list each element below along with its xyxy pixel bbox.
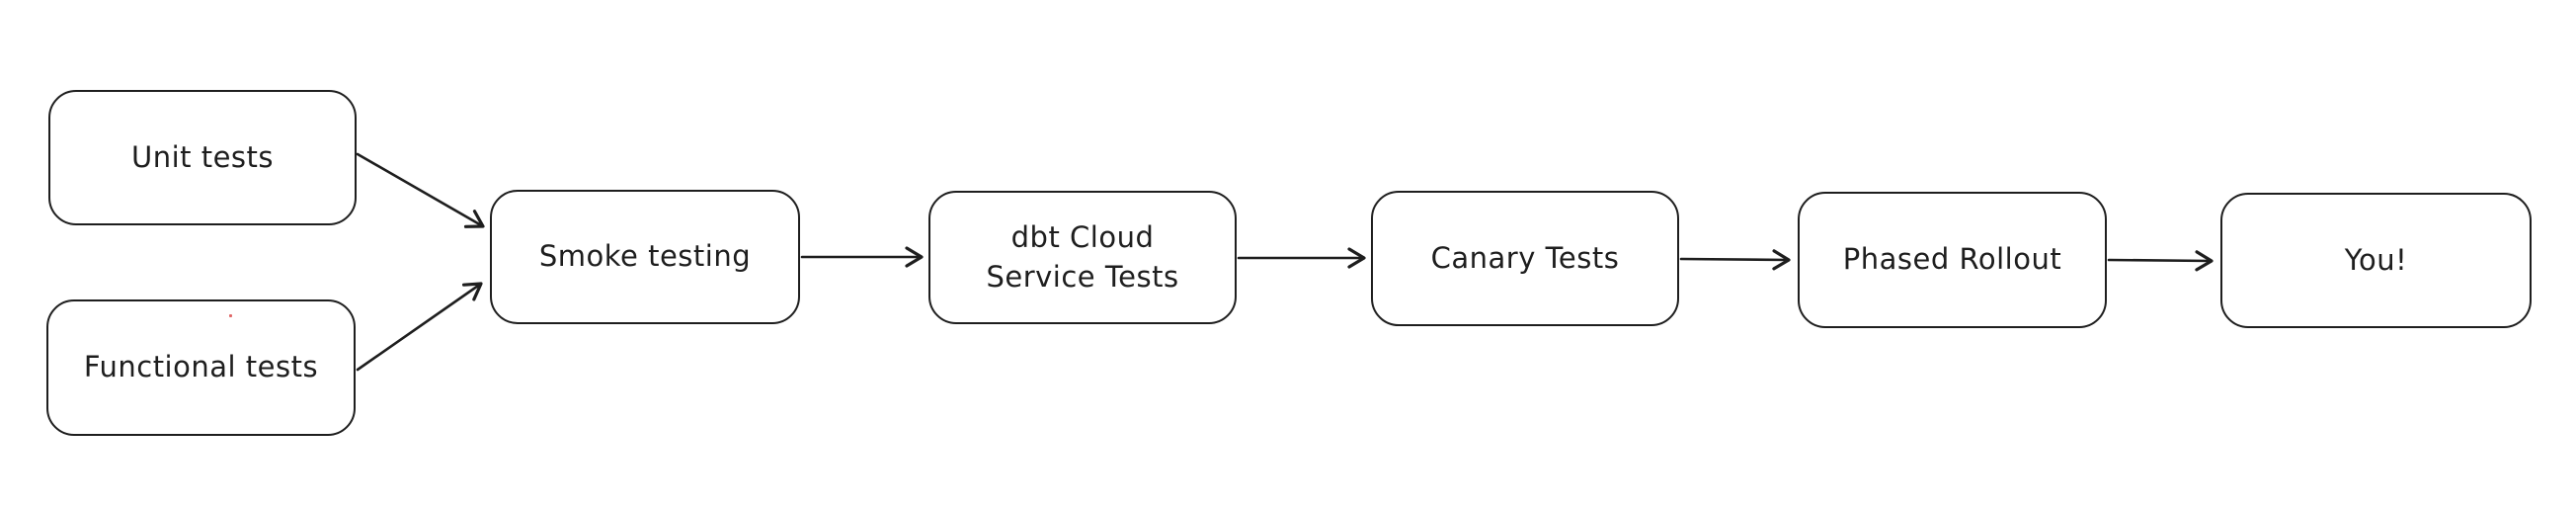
red-dot-artifact xyxy=(229,314,232,317)
node-smoke-testing: Smoke testing xyxy=(490,190,800,324)
node-smoke-testing-label: Smoke testing xyxy=(538,239,752,274)
node-you: You! xyxy=(2220,193,2532,328)
node-canary-tests-label: Canary Tests xyxy=(1430,240,1620,275)
node-canary-tests: Canary Tests xyxy=(1371,191,1679,326)
node-phased-rollout: Phased Rollout xyxy=(1798,192,2107,328)
edge-unit-tests-to-smoke-testing xyxy=(356,152,485,228)
node-dbt-cloud-service-tests: dbt Cloud Service Tests xyxy=(928,191,1237,324)
node-functional-tests: Functional tests xyxy=(46,299,356,436)
node-unit-tests: Unit tests xyxy=(48,90,357,225)
edge-functional-tests-to-smoke-testing xyxy=(356,282,483,372)
edge-phased-rollout-to-you xyxy=(2107,250,2214,272)
node-phased-rollout-label: Phased Rollout xyxy=(1842,242,2062,277)
node-functional-tests-label: Functional tests xyxy=(83,350,319,384)
node-you-label: You! xyxy=(2344,242,2408,277)
edge-canary-tests-to-phased-rollout xyxy=(1679,249,1791,271)
node-dbt-cloud-service-tests-label: dbt Cloud Service Tests xyxy=(986,220,1179,294)
node-unit-tests-label: Unit tests xyxy=(130,139,275,174)
